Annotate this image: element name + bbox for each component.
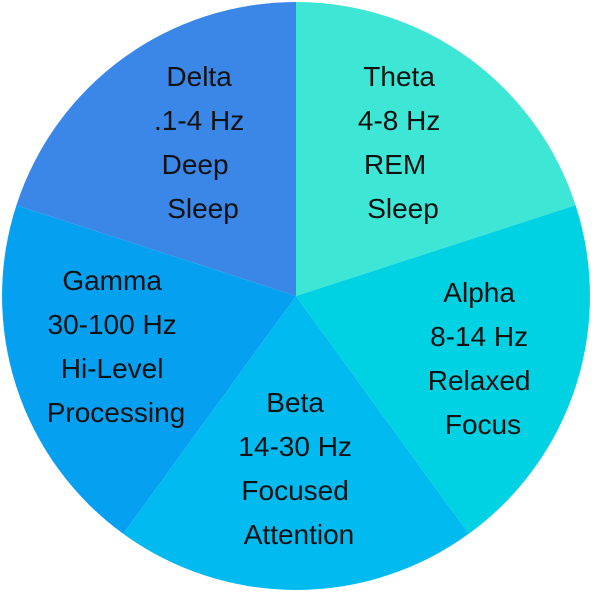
gamma-label-line: 30-100 Hz — [48, 309, 177, 340]
delta-label-line: Deep — [162, 149, 229, 180]
alpha-label-line: Focus — [445, 409, 521, 440]
alpha-label: Alpha 8-14 Hz Relaxed Focus — [428, 277, 539, 440]
theta-label-line: REM — [364, 149, 426, 180]
delta-label-line: .1-4 Hz — [154, 105, 244, 136]
gamma-label-line: Hi-Level — [61, 353, 164, 384]
delta-label-line: Sleep — [167, 193, 239, 224]
delta-label: Delta .1-4 Hz Deep Sleep — [154, 61, 252, 224]
segment-theta — [296, 2, 576, 296]
alpha-label-line: 8-14 Hz — [430, 321, 528, 352]
delta-label-line: Delta — [166, 61, 232, 92]
theta-label-line: Sleep — [367, 193, 439, 224]
segment-alpha — [296, 205, 590, 534]
beta-label-line: 14-30 Hz — [238, 431, 352, 462]
alpha-label-line: Relaxed — [428, 365, 531, 396]
gamma-label-line: Gamma — [62, 265, 162, 296]
alpha-label-line: Alpha — [443, 277, 515, 308]
segment-gamma — [2, 205, 297, 534]
gamma-label-line: Processing — [47, 397, 186, 428]
beta-label-line: Beta — [266, 387, 324, 418]
segment-delta — [16, 2, 297, 296]
theta-label: Theta 4-8 Hz REM Sleep — [358, 61, 448, 224]
beta-label-line: Attention — [244, 519, 355, 550]
beta-label-line: Focused — [241, 475, 348, 506]
theta-label-line: Theta — [363, 61, 435, 92]
gamma-label: Gamma 30-100 Hz Hi-Level Processing — [47, 265, 186, 428]
theta-label-line: 4-8 Hz — [358, 105, 440, 136]
beta-label: Beta 14-30 Hz Focused Attention — [238, 387, 359, 550]
segment-beta — [123, 296, 469, 590]
